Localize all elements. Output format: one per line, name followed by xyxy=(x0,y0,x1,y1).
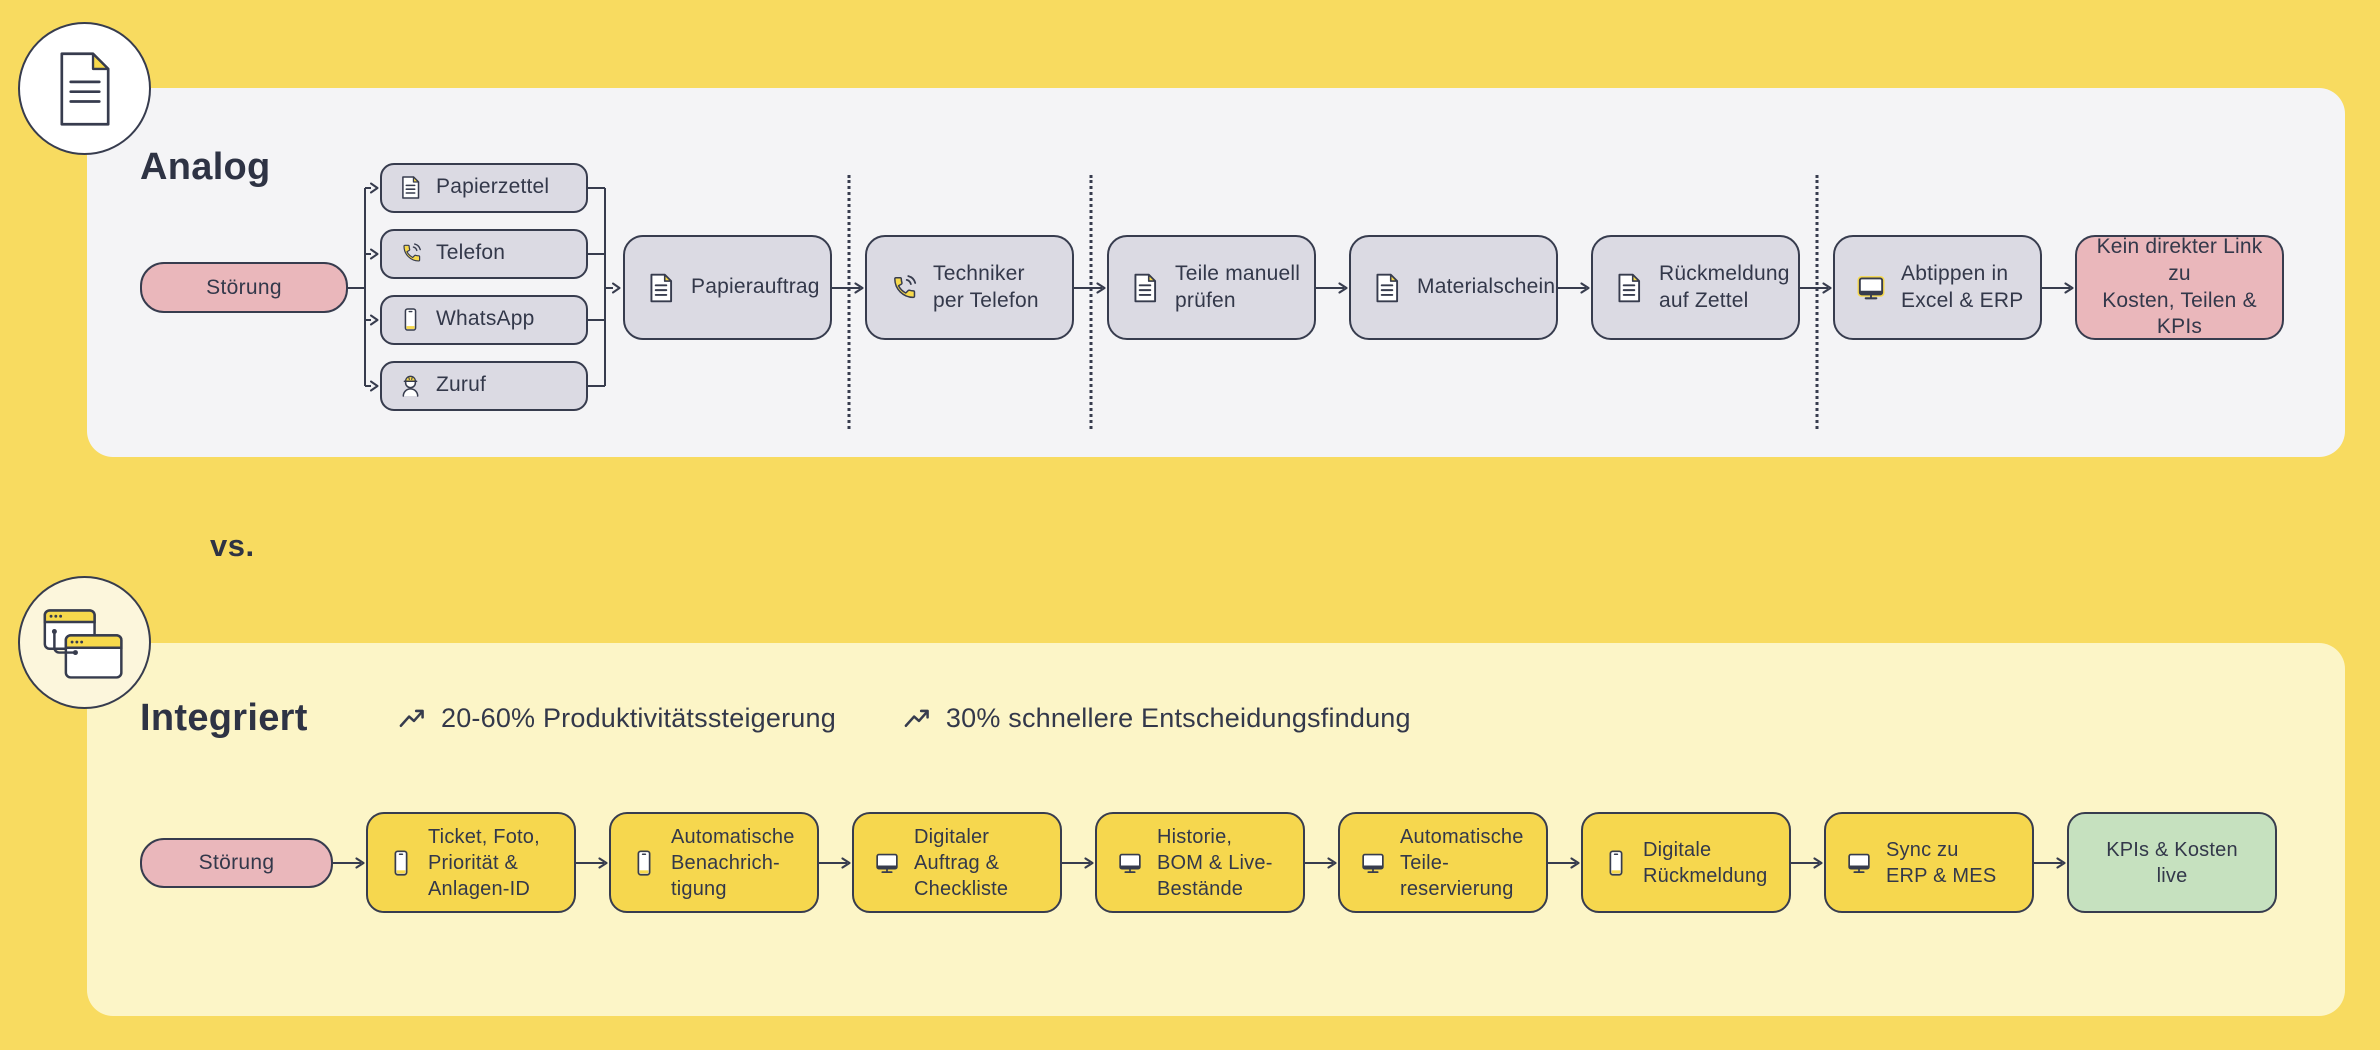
document-icon xyxy=(1370,271,1404,305)
integriert-step-node-label: Digitaler Auftrag & Checkliste xyxy=(914,825,1009,900)
smartphone-icon xyxy=(629,848,659,878)
flow-arrow xyxy=(1305,856,1338,869)
document-icon xyxy=(397,174,424,201)
channel-node-label: Papierzettel xyxy=(436,175,550,199)
versus-label: vs. xyxy=(210,528,255,563)
monitor-highlight-icon xyxy=(1854,271,1888,305)
integriert-step-node: Digitale Rückmeldung xyxy=(1581,812,1791,913)
analog-badge xyxy=(18,22,151,155)
integriert-step-node-label: Ticket, Foto, Priorität & Anlagen-ID xyxy=(428,825,540,900)
channel-node: WhatsApp xyxy=(380,294,588,345)
flow-arrow xyxy=(1062,856,1095,869)
integriert-step-node-label: KPIs & Kosten live xyxy=(2106,838,2238,887)
stat-item: 20-60% Produktivitätssteigerung xyxy=(397,703,836,734)
channel-node-label: Telefon xyxy=(436,241,506,265)
stat-label: 30% schnellere Entscheidungsfindung xyxy=(945,703,1411,733)
analog-step-node: Kein direkter Link zu Kosten, Teilen & K… xyxy=(2075,235,2284,340)
trend-up-icon xyxy=(902,703,933,734)
stat-label: 20-60% Produktivitätssteigerung xyxy=(441,703,836,733)
smartphone-icon xyxy=(397,306,424,333)
flow-arrow xyxy=(1548,856,1581,869)
analog-step-node-label: Teile manuell prüfen xyxy=(1175,261,1301,312)
analog-step-node-label: Rückmeldung auf Zettel xyxy=(1659,261,1790,312)
integriert-step-node: Automatische Teile- reservierung xyxy=(1338,812,1548,913)
channel-node: Telefon xyxy=(380,228,588,279)
smartphone-icon xyxy=(386,848,416,878)
integriert-title: Integriert xyxy=(140,697,308,739)
channel-node-label: Zuruf xyxy=(436,373,487,397)
integriert-step-node: Ticket, Foto, Priorität & Anlagen-ID xyxy=(366,812,576,913)
flow-arrow xyxy=(576,856,609,869)
analog-step-node: Abtippen in Excel & ERP xyxy=(1833,235,2042,340)
integriert-step-node-label: Sync zu ERP & MES xyxy=(1886,838,1997,887)
document-icon xyxy=(1128,271,1162,305)
flow-arrow xyxy=(2034,856,2067,869)
integriert-flow: Störung Ticket, Foto, Priorität & Anlage… xyxy=(140,812,2277,913)
stat-item: 30% schnellere Entscheidungsfindung xyxy=(902,703,1411,734)
integriert-step-node: Digitaler Auftrag & Checkliste xyxy=(852,812,1062,913)
smartphone-icon xyxy=(1601,848,1631,878)
trend-up-icon xyxy=(397,703,428,734)
analog-step-node-label: Papierauftrag xyxy=(691,275,820,299)
analog-step-node: Rückmeldung auf Zettel xyxy=(1591,235,1800,340)
monitor-icon xyxy=(1844,848,1874,878)
flow-arrow xyxy=(819,856,852,869)
integriert-stats: 20-60% Produktivitätssteigerung 30% schne… xyxy=(397,703,1411,734)
channel-node: Papierzettel xyxy=(380,162,588,213)
integriert-step-node-label: Historie, BOM & Live- Bestände xyxy=(1157,825,1273,900)
monitor-icon xyxy=(1115,848,1145,878)
flow-arrow xyxy=(1074,174,1107,429)
analog-step-node-label: Techniker per Telefon xyxy=(933,261,1039,312)
windows-icon xyxy=(41,604,129,682)
channel-node-label: WhatsApp xyxy=(436,307,535,331)
integriert-step-node: Automatische Benachrich- tigung xyxy=(609,812,819,913)
analog-step-node-label: Kein direkter Link zu Kosten, Teilen & K… xyxy=(2096,235,2263,339)
phone-icon xyxy=(397,240,424,267)
analog-step-node-label: Abtippen in Excel & ERP xyxy=(1901,261,2024,312)
phase-divider xyxy=(1089,174,1092,429)
integriert-step-node-label: Automatische Teile- reservierung xyxy=(1400,825,1524,900)
analog-step-node: Papierauftrag xyxy=(623,235,832,340)
analog-step-node: Materialschein xyxy=(1349,235,1558,340)
flow-arrow xyxy=(1316,281,1349,294)
integriert-badge xyxy=(18,576,151,709)
flow-arrow xyxy=(1558,281,1591,294)
integriert-step-node: Sync zu ERP & MES xyxy=(1824,812,2034,913)
branch-connector-lines xyxy=(348,182,621,391)
integriert-step-node: Historie, BOM & Live- Bestände xyxy=(1095,812,1305,913)
worker-icon xyxy=(397,372,424,399)
integriert-step-node-label: Automatische Benachrich- tigung xyxy=(671,825,795,900)
integriert-panel: Integriert 20-60% Produktivitätssteigeru… xyxy=(87,643,2345,1016)
document-icon xyxy=(1612,271,1646,305)
analog-step-node: Techniker per Telefon xyxy=(865,235,1074,340)
phase-divider xyxy=(847,174,850,429)
channel-node: Zuruf xyxy=(380,360,588,411)
flow-arrow xyxy=(2042,281,2075,294)
monitor-icon xyxy=(1358,848,1388,878)
flow-arrow xyxy=(832,174,865,429)
integriert-step-node-label: Digitale Rückmeldung xyxy=(1643,838,1768,887)
monitor-icon xyxy=(872,848,902,878)
analog-step-node-label: Materialschein xyxy=(1417,275,1556,299)
document-icon xyxy=(644,271,678,305)
phase-divider xyxy=(1815,174,1818,429)
flow-arrow xyxy=(333,856,366,869)
analog-step-node: Teile manuell prüfen xyxy=(1107,235,1316,340)
flow-arrow xyxy=(1791,856,1824,869)
analog-start-node: Störung xyxy=(140,262,348,313)
phone-icon xyxy=(886,271,920,305)
document-icon xyxy=(52,48,118,130)
flow-arrow xyxy=(1800,174,1833,429)
integriert-step-node: KPIs & Kosten live xyxy=(2067,812,2277,913)
integriert-start-node: Störung xyxy=(140,837,333,888)
analog-title: Analog xyxy=(140,146,271,188)
